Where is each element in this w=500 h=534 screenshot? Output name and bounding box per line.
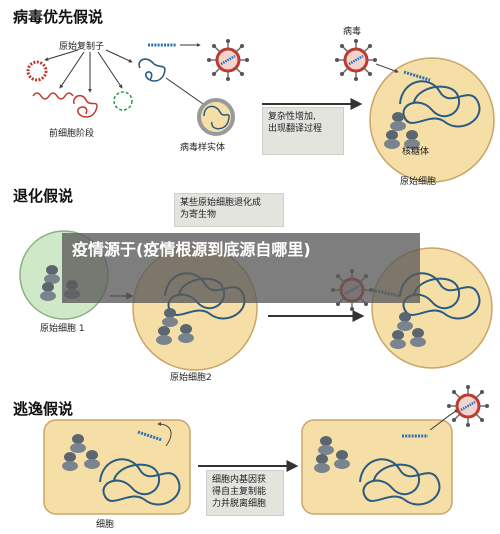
label-virus-like-entity: 病毒样实体 <box>180 143 226 153</box>
label-primitive-cell: 原始细胞 <box>400 177 437 187</box>
note-line: 复杂性增加, <box>268 112 316 122</box>
note-line: 力并脱离细胞 <box>212 499 267 509</box>
tangle-replicator <box>73 94 98 118</box>
virus-icon <box>333 37 379 83</box>
section-title-regression: 退化假说 <box>13 187 74 205</box>
note-complexity: 复杂性增加, 出现翻译过程 <box>262 107 344 155</box>
label-primitive-cell-2: 原始细胞2 <box>170 373 212 383</box>
virus-first-section <box>26 37 495 183</box>
wave-replicator <box>32 92 74 100</box>
label-virus: 病毒 <box>343 27 362 37</box>
note-escape: 细胞内基因获 得自主复制能 力并脱离细胞 <box>206 470 284 516</box>
virus-like-entity <box>197 98 235 136</box>
note-line: 为寄生物 <box>180 210 217 220</box>
section-title-virus-first: 病毒优先假说 <box>13 8 104 26</box>
note-line: 出现翻译过程 <box>268 124 323 134</box>
note-line: 细胞内基因获 <box>212 475 267 485</box>
label-ribosome: 核糖体 <box>402 147 430 157</box>
escape-section <box>43 383 491 515</box>
overlay-title: 疫情源于(疫情根源到底源自哪里) <box>72 240 311 259</box>
title-overlay <box>62 233 420 303</box>
virus-icon <box>205 37 251 83</box>
note-regression: 某些原始细胞退化成 为寄生物 <box>174 193 284 227</box>
section-title-escape: 逃逸假说 <box>13 400 74 418</box>
label-cell: 细胞 <box>96 520 115 530</box>
label-precell-stage: 前细胞阶段 <box>49 129 95 139</box>
note-line: 得自主复制能 <box>212 487 267 497</box>
label-primitive-cell-1: 原始细胞 1 <box>40 324 85 334</box>
virus-icon <box>445 383 491 429</box>
note-line: 某些原始细胞退化成 <box>180 198 262 208</box>
blue-replicator <box>138 58 166 82</box>
green-replicator <box>113 91 133 111</box>
protogene-arrows <box>44 43 207 107</box>
primitive-cell <box>369 57 495 183</box>
ring-replicator <box>26 60 48 82</box>
label-protogene: 原始复制子 <box>59 42 105 52</box>
